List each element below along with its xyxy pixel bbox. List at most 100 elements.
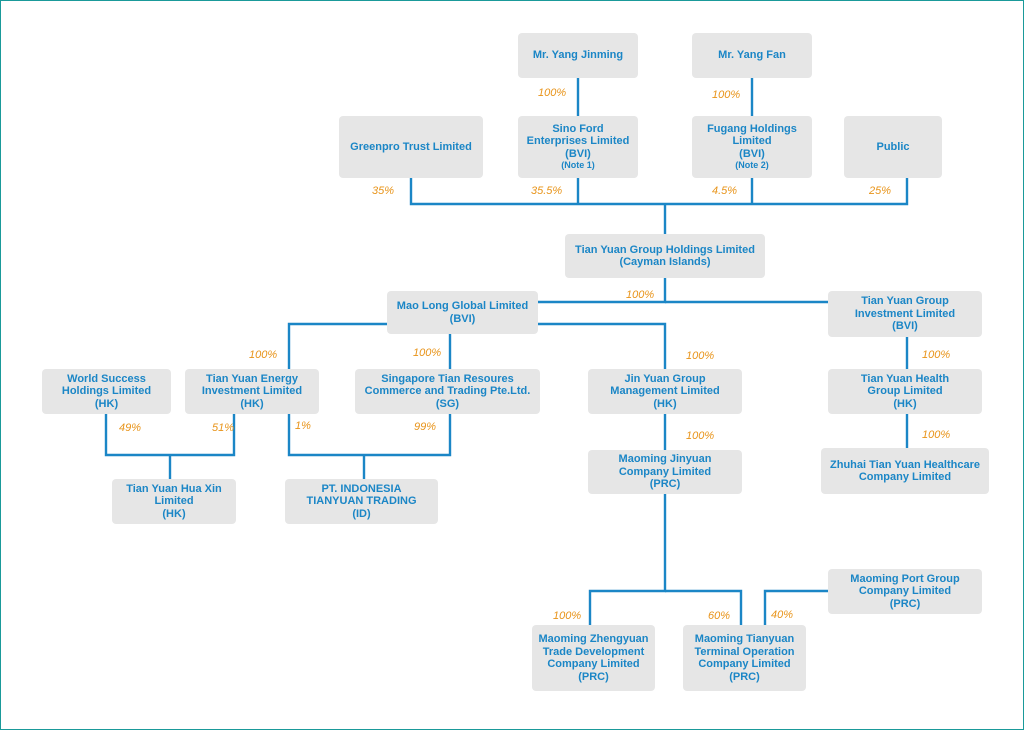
connector-hua-xin <box>104 414 236 457</box>
entity-name-line: Mao Long Global Limited <box>396 300 529 312</box>
entity-name-line: Jin Yuan Group <box>624 372 706 385</box>
entity-name-line: Mr. Yang Fan <box>718 49 786 62</box>
entity-name-line: Trade Development <box>542 645 645 658</box>
entity-name-line: Public <box>876 140 910 153</box>
entity-note: (Note 1) <box>561 160 595 171</box>
entity-name-line: Singapore Tian Resoures <box>381 372 514 385</box>
pct-zhuhai: 100% <box>922 429 951 441</box>
entity-name-line: Tian Yuan Energy <box>206 372 298 385</box>
entity-name-line: (HK) <box>94 397 119 410</box>
entity-name-line: Tian Yuan Health <box>860 372 950 385</box>
entity-name-line: (BVI) <box>565 147 591 160</box>
entity-name-line: Group Limited <box>867 385 943 398</box>
entity-box-yang-jinming: Mr. Yang Jinming <box>518 33 638 78</box>
pct-public: 25% <box>869 185 892 197</box>
entity-name-line: Mr. Yang Jinming <box>532 49 624 62</box>
entity-name-line: Company Limited <box>547 658 640 670</box>
entity-name-line: Company Limited <box>698 658 791 670</box>
pct-tian-yuan-health: 100% <box>922 349 951 361</box>
entity-name-line: Zhuhai Tian Yuan Healthcare <box>830 458 980 471</box>
entity-name-line: Maoming Tianyuan <box>694 633 795 645</box>
entity-name-line: Management Limited <box>610 385 720 398</box>
connector-port-terminal <box>763 589 828 625</box>
entity-name-line: (SG) <box>435 397 460 410</box>
pct-yang-fan-fugang: 100% <box>712 89 741 101</box>
entity-name-line: (BVI) <box>892 320 918 333</box>
entity-name-line: Limited <box>154 495 194 508</box>
entity-name-line: Investment Limited <box>854 307 956 320</box>
entity-name-line: Greenpro Trust Limited <box>350 140 472 153</box>
entity-name-line: Fugang Holdings <box>707 122 797 135</box>
entity-name-line: Maoming Port Group <box>850 572 960 585</box>
entity-name-line: Investment Limited <box>201 385 303 398</box>
entity-name-line: Tian Yuan Group <box>861 295 949 308</box>
entity-name-line: Company Limited <box>858 471 952 483</box>
entity-name-line: Maoming Jinyuan <box>618 453 712 466</box>
entity-name-line: (PRC) <box>889 597 921 610</box>
pct-pt-indonesia-singapore: 99% <box>414 421 437 433</box>
entity-name-line: (HK) <box>240 397 264 410</box>
entity-name-line: (HK) <box>653 397 677 410</box>
entity-name-line: Tian Yuan Group Holdings Limited <box>575 243 755 256</box>
entity-name-line: Maoming Zhengyuan <box>538 633 649 645</box>
pct-terminal-jinyuan: 60% <box>708 610 731 622</box>
entity-name-line: (HK) <box>893 397 917 410</box>
entity-name-line: (HK) <box>162 507 186 520</box>
entity-name-line: (PRC) <box>729 670 760 683</box>
entity-name-line: (ID) <box>352 507 371 520</box>
connector-mao-long-left <box>287 322 387 369</box>
pct-tian-yuan-energy: 100% <box>249 349 278 361</box>
pct-terminal-port: 40% <box>771 609 794 621</box>
entity-name-line: Terminal Operation <box>694 645 795 658</box>
entity-name-line: (PRC) <box>649 478 681 491</box>
pct-zhengyuan: 100% <box>553 610 582 622</box>
entity-name-line: (Cayman Islands) <box>619 256 711 268</box>
entity-box-tian-yuan-group-holdings: Tian Yuan Group Holdings Limited(Cayman … <box>565 234 765 278</box>
entity-name-line: PT. INDONESIA <box>321 482 402 495</box>
pct-greenpro: 35% <box>372 185 395 197</box>
connector-shareholders-bus <box>409 178 909 206</box>
entity-box-mao-long: Mao Long Global Limited(BVI) <box>387 291 538 334</box>
pct-hua-xin-energy: 51% <box>212 422 235 434</box>
entity-name-line: Tian Yuan Hua Xin <box>126 482 222 495</box>
pct-mao-long: 100% <box>626 289 655 301</box>
pct-sino-ford: 35.5% <box>531 185 563 197</box>
pct-hua-xin-world-success: 49% <box>119 422 142 434</box>
connector-maoming-subsidiaries <box>588 494 667 625</box>
pct-jin-yuan: 100% <box>686 350 715 362</box>
entity-name-line: (BVI) <box>739 147 765 160</box>
entity-name-line: World Success <box>67 372 146 385</box>
pct-yang-jinming-sino-ford: 100% <box>538 87 567 99</box>
connector-mao-long-jin-yuan <box>538 322 667 369</box>
entity-name-line: Company Limited <box>858 585 952 598</box>
entity-note: (Note 2) <box>735 160 769 171</box>
entity-name-line: Limited <box>732 135 772 148</box>
entity-name-line: Commerce and Trading Pte.Ltd. <box>364 385 531 398</box>
entity-box-yang-fan: Mr. Yang Fan <box>692 33 812 78</box>
pct-singapore-tian: 100% <box>413 347 442 359</box>
entity-name-line: Holdings Limited <box>61 385 152 398</box>
pct-pt-indonesia-energy: 1% <box>295 420 311 432</box>
pct-fugang: 4.5% <box>712 185 738 197</box>
entity-name-line: (BVI) <box>449 312 476 325</box>
entity-name-line: Sino Ford <box>552 122 604 135</box>
pct-maoming-jinyuan: 100% <box>686 430 715 442</box>
entity-box-public: Public <box>844 116 942 178</box>
entity-name-line: Company Limited <box>618 465 712 478</box>
entity-name-line: (PRC) <box>578 670 609 683</box>
entity-name-line: Enterprises Limited <box>526 135 630 148</box>
